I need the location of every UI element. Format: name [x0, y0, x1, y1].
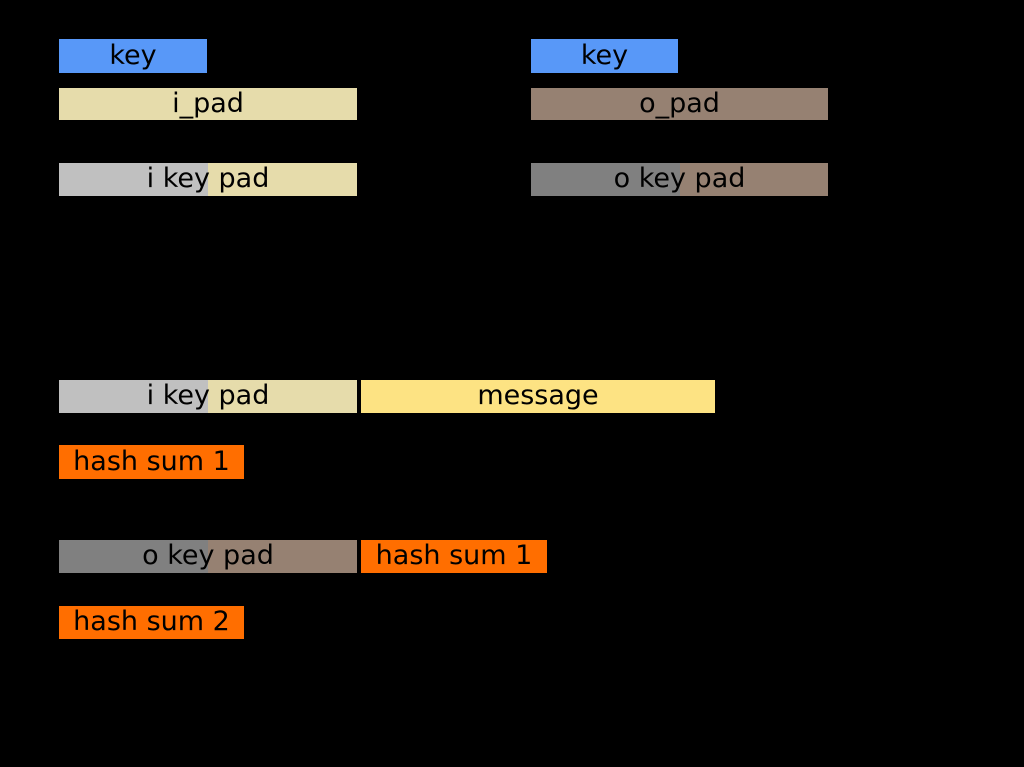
hash-sum-1-label: hash sum 1 — [73, 445, 230, 477]
i-key-half — [59, 163, 208, 196]
hash-sum-1-block: hash sum 1 — [59, 445, 244, 479]
o-key-pad-block-2: o key pad — [59, 540, 357, 573]
i-key-pad-label: i key pad — [146, 163, 270, 194]
i-pad-half — [208, 163, 357, 196]
i-key-pad-block: i key pad — [59, 163, 357, 196]
i-key-half — [59, 380, 208, 413]
i-pad-label: i_pad — [172, 87, 244, 119]
o-key-half — [531, 163, 680, 196]
o-pad-block: o_pad — [531, 88, 828, 120]
hash-sum-2-block: hash sum 2 — [59, 606, 244, 639]
o-key-pad-block: o key pad — [531, 163, 828, 196]
key-label-right: key — [580, 39, 629, 71]
message-block: message — [361, 380, 715, 413]
key-block-left: key — [59, 39, 207, 73]
o-key-pad-label: o key pad — [613, 163, 746, 194]
i-key-pad-label-2: i key pad — [146, 380, 270, 411]
o-pad-half — [208, 540, 357, 573]
o-key-pad-label-2: o key pad — [142, 540, 274, 571]
o-pad-label: o_pad — [639, 87, 720, 119]
i-pad-half — [208, 380, 357, 413]
o-pad-half — [679, 163, 828, 196]
o-key-half — [59, 540, 208, 573]
i-pad-block: i_pad — [59, 88, 357, 120]
key-label-left: key — [109, 39, 157, 71]
i-key-pad-block-2: i key pad — [59, 380, 357, 413]
message-label: message — [477, 380, 599, 411]
hash-sum-1-label-2: hash sum 1 — [375, 540, 533, 571]
hash-sum-1-block-2: hash sum 1 — [361, 540, 547, 573]
key-block-right: key — [531, 39, 678, 73]
hash-sum-2-label: hash sum 2 — [73, 606, 230, 637]
